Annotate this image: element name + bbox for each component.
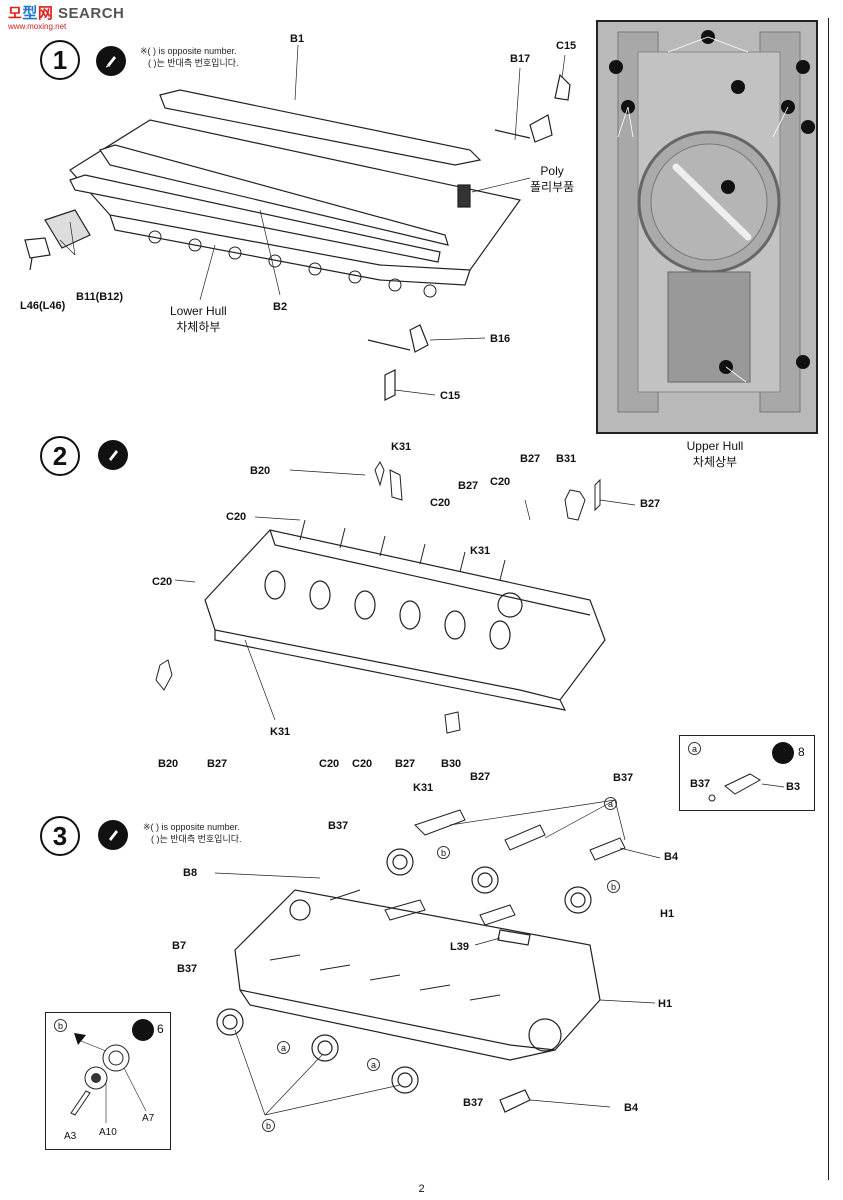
lower-hull-drawing [24, 73, 571, 401]
step-2-number: 2 [40, 436, 80, 476]
label-lower-hull-en: Lower Hull [170, 304, 227, 318]
label-h1-top: H1 [660, 908, 675, 920]
step-3-note: ※( ) is opposite number. ( )는 반대측 번호입니다. [143, 821, 242, 845]
label-c20-b2: C20 [352, 758, 373, 770]
label-poly-en: Poly [540, 164, 564, 178]
cement-icon [98, 820, 128, 850]
label-b30: B30 [441, 758, 462, 770]
step-1-note-kr: ( )는 반대측 번호입니다. [148, 58, 239, 68]
page-border [828, 18, 829, 1180]
label-k31-top: K31 [391, 441, 412, 453]
label-k31-b4: K31 [413, 782, 434, 794]
marker-a: a [688, 742, 701, 755]
label-b27-a: B27 [458, 480, 479, 492]
label-poly-kr: 폴리부품 [530, 180, 575, 194]
label-b37-left: B37 [177, 963, 198, 975]
inset-part-b: b 6 1 A7 A3 A10 [45, 1012, 171, 1150]
label-c20-far: C20 [152, 576, 173, 588]
label-b20-top: B20 [250, 465, 271, 477]
step-1-note: ※( ) is opposite number. ( )는 반대측 번호입니다. [140, 45, 239, 69]
upper-hull-photo [596, 20, 818, 434]
marker-b: b [54, 1019, 67, 1032]
watermark-text: SEARCH [58, 5, 125, 22]
label-a10: A10 [99, 1127, 117, 1138]
watermark-url: www.moxing.net [8, 22, 67, 31]
quantity: 8 [798, 745, 805, 759]
inset-a-drawing [708, 773, 785, 802]
cement-icon [132, 1019, 154, 1041]
label-b4-bottom: B4 [624, 1102, 639, 1114]
label-upper-hull: Upper Hull 차체상부 [660, 438, 770, 470]
label-b27-b5: B27 [470, 771, 491, 783]
marker-a-top: a [604, 797, 617, 810]
cement-icon [772, 742, 794, 764]
marker-b-1: b [437, 846, 450, 859]
hull-step2-drawing [155, 460, 606, 734]
label-b7: B7 [172, 940, 187, 952]
step-3-note-en: ※( ) is opposite number. [143, 822, 240, 832]
label-b31: B31 [556, 453, 577, 465]
label-b1: B1 [290, 33, 305, 45]
label-b37-top: B37 [328, 820, 349, 832]
label-b3: B3 [786, 781, 801, 793]
hull-step3-drawing [216, 809, 626, 1113]
label-upper-hull-kr: 차체상부 [692, 455, 738, 469]
label-l39: L39 [450, 941, 469, 953]
label-b27-b3: B27 [395, 758, 416, 770]
label-lower-hull: Lower Hull 차체하부 [170, 303, 227, 335]
label-b37: B37 [690, 778, 711, 790]
cement-icon [96, 46, 126, 76]
label-b27-right: B27 [640, 498, 661, 510]
label-b27-bl: B27 [207, 758, 228, 770]
label-c20-left: C20 [226, 511, 247, 523]
label-c15-top: C15 [556, 40, 577, 52]
label-upper-hull-en: Upper Hull [686, 439, 744, 453]
inset-b-drawing [70, 1033, 147, 1123]
marker-a-low-1: a [277, 1041, 290, 1054]
cement-icon [98, 440, 128, 470]
label-c20-r: C20 [490, 476, 511, 488]
marker-b-bottom: b [262, 1119, 275, 1132]
label-lower-hull-kr: 차체하부 [176, 320, 221, 334]
label-b17: B17 [510, 53, 531, 65]
label-poly: Poly 폴리부품 [530, 163, 574, 195]
label-c20-mid: C20 [430, 497, 451, 509]
label-a3: A3 [64, 1131, 77, 1142]
label-b37-right: B37 [613, 772, 634, 784]
marker-a-low-2: a [367, 1058, 380, 1071]
step-1-note-en: ※( ) is opposite number. [140, 46, 237, 56]
label-b27-top: B27 [520, 453, 541, 465]
watermark-part2: 型 [22, 5, 38, 22]
label-c15-bottom: C15 [440, 390, 461, 402]
label-b37-bottom: B37 [463, 1097, 484, 1109]
step-1-number: 1 [40, 40, 80, 80]
watermark-part3: 网 [37, 5, 54, 22]
label-k31-mid: K31 [470, 545, 491, 557]
inset-part-a: a 8 B37 B3 [679, 735, 815, 811]
page-number: 2 [418, 1183, 425, 1195]
label-b2: B2 [273, 301, 288, 313]
watermark-part1: 모 [8, 5, 23, 22]
label-c20-b1: C20 [319, 758, 340, 770]
label-h1-right: H1 [658, 998, 673, 1010]
quantity: 6 [157, 1022, 164, 1036]
label-b16: B16 [490, 333, 511, 345]
label-a7: A7 [142, 1113, 155, 1124]
label-b20-bottom: B20 [158, 758, 179, 770]
label-k31-bottom: K31 [270, 726, 291, 738]
label-b4-right: B4 [664, 851, 679, 863]
step-3-number: 3 [40, 816, 80, 856]
marker-b-2: b [607, 880, 620, 893]
watermark-logo: 모型网 SEARCH [8, 2, 124, 23]
step-3-note-kr: ( )는 반대측 번호입니다. [151, 834, 242, 844]
leader-lines [59, 44, 661, 1116]
label-l46: L46(L46) [20, 300, 66, 312]
label-b11: B11(B12) [76, 291, 124, 303]
label-b8: B8 [183, 867, 198, 879]
